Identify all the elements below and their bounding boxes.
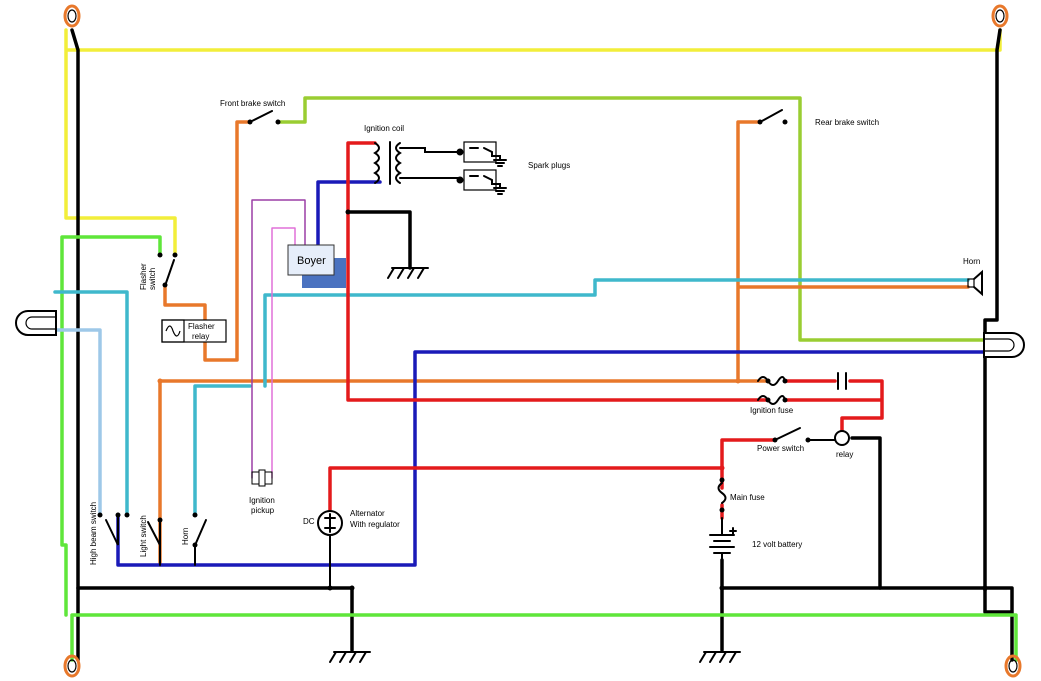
horn-label: Horn — [963, 257, 980, 266]
wire-orange-main-bus — [158, 379, 770, 567]
indicator-bulb-icon — [63, 4, 81, 28]
front-brake-switch-label: Front brake switch — [220, 99, 285, 108]
wire-orange-rear-brake — [736, 120, 970, 383]
indicator-bulb-icon — [1004, 654, 1022, 678]
alternator-label-2: With regulator — [350, 520, 400, 529]
flasher-relay — [161, 319, 227, 343]
wire-black-bottom-left — [76, 586, 354, 652]
flasher-switch-label: Flasher — [139, 263, 148, 290]
ignition-pickup-label: Ignition — [249, 496, 275, 505]
indicator-bulb-icon — [63, 654, 81, 678]
headlamp-icon — [15, 310, 57, 336]
wire-red-charging — [328, 438, 777, 514]
spark-plug-icon — [456, 141, 507, 167]
relay-icon — [834, 430, 850, 446]
spark-plug-icon — [456, 169, 507, 195]
alternator-label: Alternator — [350, 509, 385, 518]
ignition-pickup — [251, 469, 273, 487]
horn-switch — [192, 512, 207, 566]
junction-dots — [157, 209, 988, 591]
wire-black-coil-earth — [346, 210, 412, 270]
ignition-coil-icon — [373, 141, 461, 185]
high-beam-switch — [97, 512, 130, 546]
ignition-pickup-label-2: pickup — [251, 506, 275, 515]
horn-switch-label: Horn — [181, 528, 190, 545]
power-switch — [772, 427, 836, 443]
boyer-unit — [287, 244, 346, 288]
wire-purple-pickup — [251, 199, 306, 479]
rear-brake-switch-label: Rear brake switch — [815, 118, 879, 127]
wire-blue-switched-supply — [116, 350, 987, 567]
wire-orange-front-brake — [163, 120, 252, 362]
wire-cyan-high-beam — [53, 290, 129, 517]
spark-plugs-label: Spark plugs — [528, 161, 570, 170]
capacitor-icon — [837, 372, 847, 390]
ignition-fuse-label: Ignition fuse — [750, 406, 794, 415]
front-brake-switch — [247, 110, 281, 125]
wire-cyan-horn — [193, 278, 970, 517]
flasher-relay-label: Flasher — [188, 322, 215, 331]
flasher-relay-label-2: relay — [192, 332, 209, 341]
light-switch-label: Light switch — [139, 515, 148, 557]
main-fuse-label: Main fuse — [730, 493, 765, 502]
fuse-icon — [757, 395, 788, 405]
wire-red-fuse-link — [783, 379, 884, 434]
battery-label: 12 volt battery — [752, 540, 802, 549]
light-switch — [147, 517, 163, 566]
flasher-switch — [157, 252, 178, 288]
wire-lime-brake — [276, 96, 987, 342]
wire-black-relay-earth — [850, 436, 882, 590]
fuse-icon — [717, 477, 727, 513]
high-beam-switch-label: High beam switch — [89, 502, 98, 565]
wire-black-left-rail — [70, 28, 80, 662]
flasher-switch-label-2: switch — [148, 268, 157, 290]
rear-brake-switch — [757, 109, 788, 125]
wire-black-right-rail — [983, 28, 1002, 592]
wire-yellow-indicators — [64, 28, 1002, 257]
horn-speaker-icon — [967, 269, 983, 297]
battery-icon — [709, 517, 737, 561]
indicator-bulb-icon — [991, 4, 1009, 28]
relay-label: relay — [836, 450, 853, 459]
tail-lamp-icon — [983, 332, 1025, 358]
ground-icon — [329, 651, 371, 663]
wire-pink-pickup — [271, 227, 296, 479]
wire-blue-coil — [316, 180, 382, 247]
wire-green-lamp-feed — [60, 235, 1018, 662]
ground-icon — [387, 267, 429, 279]
wire-black-bottom-right — [720, 558, 1014, 662]
wire-lightblue-low-beam — [53, 328, 102, 517]
wire-red-coil-feed — [346, 141, 770, 402]
ignition-coil-label: Ignition coil — [364, 124, 404, 133]
fuse-icon — [757, 376, 788, 386]
power-switch-label: Power switch — [757, 444, 804, 453]
alternator-icon — [317, 510, 343, 589]
dc-label: DC — [303, 517, 315, 526]
boyer-label: Boyer — [297, 255, 326, 267]
ground-icon — [699, 651, 741, 663]
